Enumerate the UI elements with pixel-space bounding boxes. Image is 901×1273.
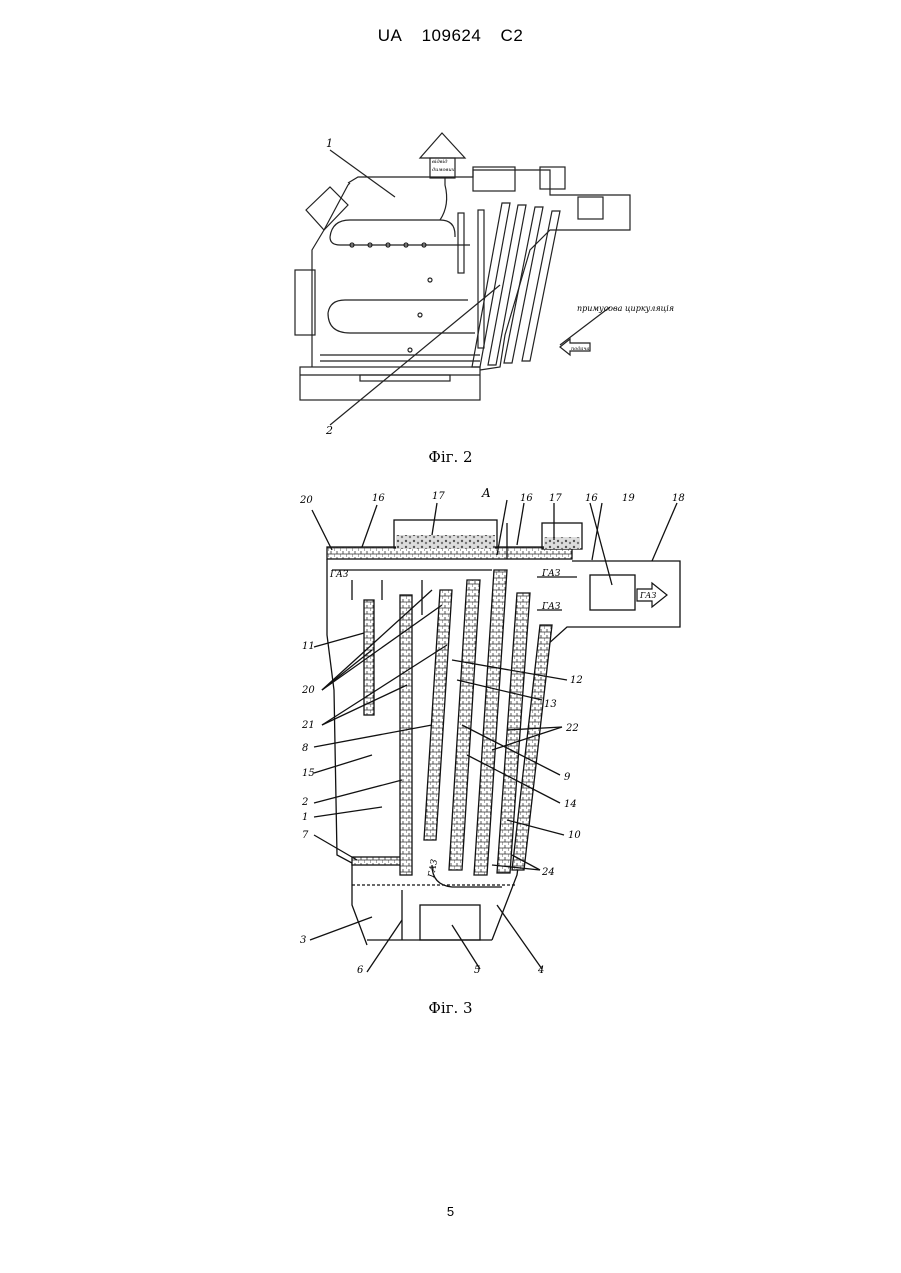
fig2-inlet-text: подача	[571, 346, 589, 352]
fig2-label-1: 1	[326, 137, 333, 150]
fig3-label-17b: 17	[549, 493, 562, 504]
fig3-label-18: 18	[672, 493, 685, 504]
fig3-label-6: 6	[357, 965, 364, 975]
fig3-label-8: 8	[302, 743, 308, 754]
fig3-label-4: 4	[537, 965, 544, 975]
patent-number: 109624	[422, 26, 482, 46]
patent-header: UA 109624 C2	[0, 26, 901, 46]
fig3-gas-label-1: ГАЗ	[329, 570, 349, 580]
fig3-label-5: 5	[474, 965, 480, 975]
page-number: 5	[0, 1204, 901, 1219]
fig3-label-14: 14	[564, 799, 577, 810]
fig3-label-1: 1	[302, 812, 308, 823]
fig3-label-17a: 17	[432, 491, 445, 502]
fig2-chimney-text-2: димових	[432, 167, 455, 173]
fig3-label-3: 3	[300, 935, 306, 946]
fig2-annotation: примусова циркуляція	[577, 304, 674, 313]
fig3-gas-label-3: ГАЗ	[541, 602, 561, 612]
fig3-label-13: 13	[544, 699, 557, 710]
fig3-label-24: 24	[541, 867, 555, 878]
patent-kind: C2	[501, 26, 524, 46]
fig3-outlet-label: ГАЗ	[639, 591, 656, 600]
fig3-gas-label-2: ГАЗ	[541, 569, 561, 579]
fig3-label-21: 21	[301, 720, 315, 731]
fig2-label-2: 2	[325, 424, 333, 437]
fig3-label-A: A	[481, 486, 491, 500]
figure-2-caption: Фіг. 2	[0, 448, 901, 466]
fig3-label-16c: 16	[585, 493, 598, 504]
fig3-label-2: 2	[301, 797, 308, 808]
fig3-label-9: 9	[564, 772, 571, 783]
fig3-label-7: 7	[302, 830, 309, 841]
fig2-chimney-text-1: відвід	[432, 159, 447, 165]
fig3-label-20b: 20	[301, 685, 315, 696]
country-code: UA	[378, 26, 403, 46]
fig3-label-16a: 16	[372, 493, 385, 504]
figure-2-drawing: 1 2 примусова циркуляція відвід димових …	[290, 125, 700, 440]
fig3-gas-label-4: ГАЗ	[427, 858, 440, 879]
fig3-label-11: 11	[302, 641, 315, 652]
fig3-label-16b: 16	[520, 493, 533, 504]
figure-3-caption: Фіг. 3	[0, 999, 901, 1017]
figure-3-drawing: 20 16 17 A 16 17 16 19 18 11 20 21 8 15 …	[292, 485, 692, 975]
fig3-label-10: 10	[568, 830, 581, 841]
fig3-label-20a: 20	[299, 495, 313, 506]
fig3-label-22: 22	[565, 723, 579, 734]
fig3-label-15: 15	[302, 768, 315, 779]
fig3-label-19: 19	[622, 493, 635, 504]
fig3-label-12: 12	[570, 675, 583, 686]
